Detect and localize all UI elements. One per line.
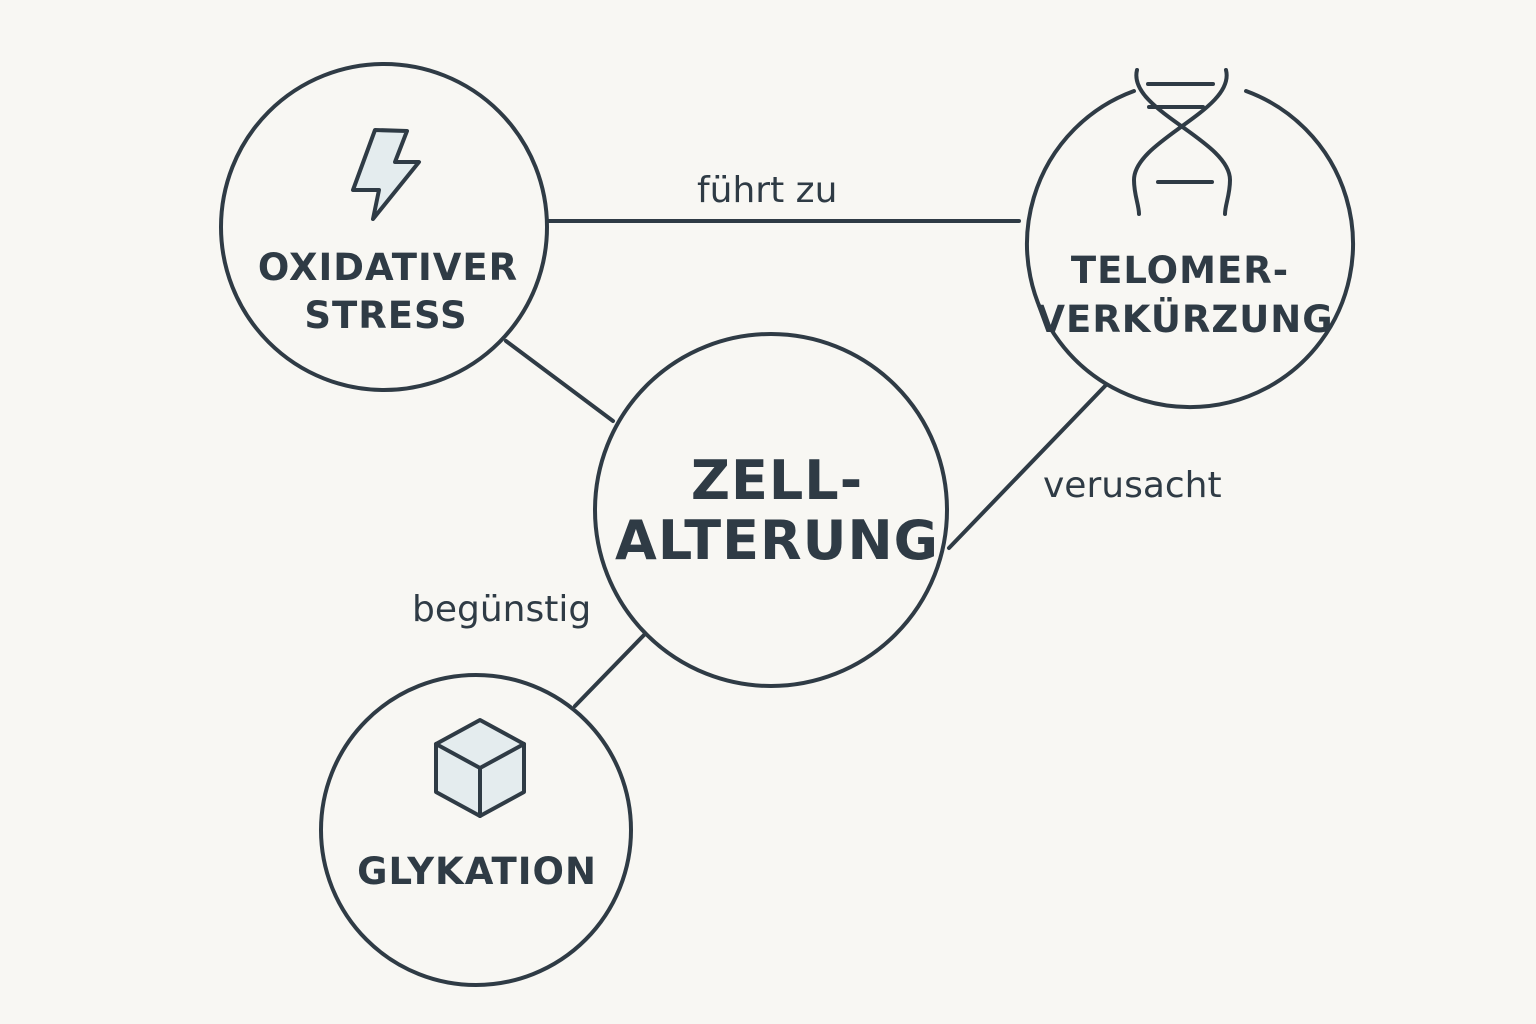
node-telomer: TELOMER- VERKÜRZUNG xyxy=(1025,68,1355,410)
node-telomer-label-2: VERKÜRZUNG xyxy=(1036,297,1333,341)
node-telomer-circle xyxy=(1025,89,1355,410)
lightning-bolt-icon xyxy=(351,128,421,221)
node-oxidative-stress-label-1: OXIDATIVER xyxy=(258,246,518,289)
node-glykation-label: GLYKATION xyxy=(357,850,597,893)
node-zellalterung-label-2: ALTERUNG xyxy=(615,509,939,572)
dna-helix-icon xyxy=(1132,68,1232,216)
node-oxidative-stress-label-2: STRESS xyxy=(304,294,467,337)
node-telomer-label-1: TELOMER- xyxy=(1071,249,1289,292)
node-zellalterung: ZELL- ALTERUNG xyxy=(593,332,949,688)
edge-stress-zell xyxy=(504,339,615,423)
edge-label-beguenstig: begünstig xyxy=(412,589,591,630)
node-glykation-circle xyxy=(319,673,633,987)
edge-telomer-zell xyxy=(947,383,1108,550)
node-zellalterung-label-1: ZELL- xyxy=(691,449,863,512)
node-oxidative-stress: OXIDATIVER STRESS xyxy=(219,62,549,392)
edge-zell-glykation xyxy=(573,632,647,708)
edge-label-fuehrt-zu: führt zu xyxy=(697,170,837,211)
node-oxidative-stress-circle xyxy=(219,62,549,392)
edge-label-verusacht: verusacht xyxy=(1043,465,1222,506)
node-glykation: GLYKATION xyxy=(319,673,633,987)
node-zellalterung-circle xyxy=(593,332,949,688)
cube-icon xyxy=(434,718,526,818)
